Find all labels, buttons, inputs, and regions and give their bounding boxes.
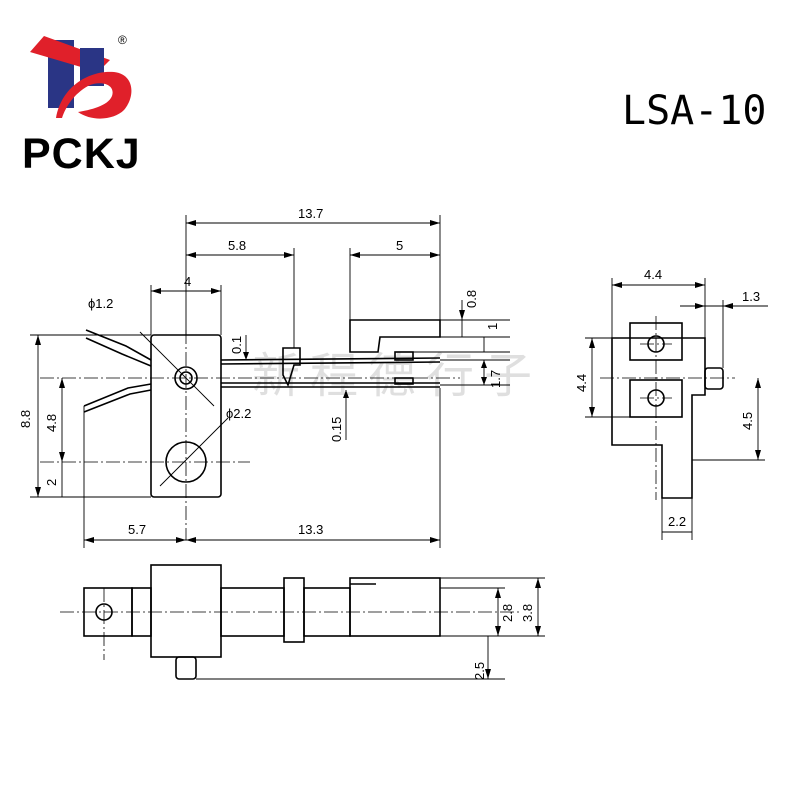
arrow <box>84 537 94 543</box>
arrow <box>481 360 487 368</box>
arrow <box>589 338 595 348</box>
arrow <box>612 282 622 288</box>
arrow <box>35 335 41 345</box>
dim-bottom-height: 2.8 <box>500 604 515 622</box>
arrow <box>755 378 761 388</box>
dim-right-extension: 13.3 <box>298 522 323 537</box>
dim-top-tab: 0.8 <box>464 290 479 308</box>
plunger <box>282 347 301 388</box>
dim-bottom-pin: 2.5 <box>472 662 487 680</box>
dim-side-lower: 4.5 <box>740 412 755 430</box>
bottom-view: 2.8 3.8 2.5 <box>60 564 545 680</box>
arrow <box>723 303 733 309</box>
actuator-pin <box>394 351 414 361</box>
large-hole-leader <box>159 417 229 487</box>
bottom-pin <box>175 656 197 680</box>
arrow <box>35 487 41 497</box>
arrow <box>59 452 65 462</box>
dim-side-base: 2.2 <box>668 514 686 529</box>
bottom-actuator <box>349 577 441 637</box>
brand-name: PCKJ <box>22 130 141 178</box>
side-view: 4.4 1.3 4.4 4.5 2.2 <box>574 267 768 540</box>
arrow <box>695 282 705 288</box>
arrow <box>151 288 161 294</box>
arrow <box>485 669 491 679</box>
arrow <box>343 390 349 398</box>
upper-lever <box>85 329 152 361</box>
dim-overall-length: 13.7 <box>298 206 323 221</box>
pckj-logo: ® <box>30 33 132 119</box>
logo-red-swoosh <box>56 71 132 119</box>
dim-bottom-overall: 3.8 <box>520 604 535 622</box>
registered-mark: ® <box>118 33 127 47</box>
dim-pin-spacing: 1.7 <box>488 370 503 388</box>
dim-side-pin: 1.3 <box>742 289 760 304</box>
side-body <box>611 337 706 499</box>
dim-arm-length: 5.8 <box>228 238 246 253</box>
arrow <box>284 252 294 258</box>
arrow <box>430 537 440 543</box>
dim-bottom-hole: 2 <box>44 479 59 486</box>
small-hole-leader <box>139 331 215 407</box>
dim-left-extension: 5.7 <box>128 522 146 537</box>
model-title: LSA-10 <box>622 88 767 134</box>
arrow <box>350 252 360 258</box>
bottom-shaft <box>220 587 285 637</box>
arrow <box>589 407 595 417</box>
dim-total-height: 8.8 <box>18 410 33 428</box>
dim-block-width: 4 <box>184 274 191 289</box>
arrow <box>495 588 501 598</box>
arrow <box>495 626 501 636</box>
side-pin <box>704 367 724 390</box>
upper-arm-edge <box>220 361 441 365</box>
dim-side-height: 4.4 <box>574 374 589 392</box>
arrow <box>59 378 65 388</box>
arrow <box>243 352 249 360</box>
bottom-collar <box>283 577 305 643</box>
arrow <box>481 377 487 385</box>
upper-lever-edge <box>85 337 152 367</box>
arrow <box>186 537 196 543</box>
dim-side-width: 4.4 <box>644 267 662 282</box>
arrow <box>186 220 196 226</box>
arrow <box>430 252 440 258</box>
dim-lever-gap: 0.1 <box>229 336 244 354</box>
lower-lever <box>83 383 152 407</box>
arrow <box>535 578 541 588</box>
dim-top-block: 5 <box>396 238 403 253</box>
dim-large-hole: ϕ2.2 <box>226 406 251 421</box>
arrow <box>211 288 221 294</box>
arrow <box>535 626 541 636</box>
lower-lever-edge <box>83 389 152 413</box>
arrow <box>695 303 705 309</box>
upper-arm <box>220 357 441 361</box>
watermark: 新程德行子 <box>252 348 542 404</box>
arrow <box>430 220 440 226</box>
arrow <box>176 537 186 543</box>
dim-lever-thickness: 0.15 <box>329 417 344 442</box>
arrow <box>459 310 465 320</box>
dim-small-hole: ϕ1.2 <box>88 296 113 311</box>
front-view: 13.7 5.8 5 4 0.8 1 1.7 <box>18 206 510 548</box>
dim-tab-offset: 1 <box>485 323 500 330</box>
bottom-body <box>150 564 222 658</box>
arrow <box>186 252 196 258</box>
dim-hole-spacing: 4.8 <box>44 414 59 432</box>
arrow <box>755 450 761 460</box>
